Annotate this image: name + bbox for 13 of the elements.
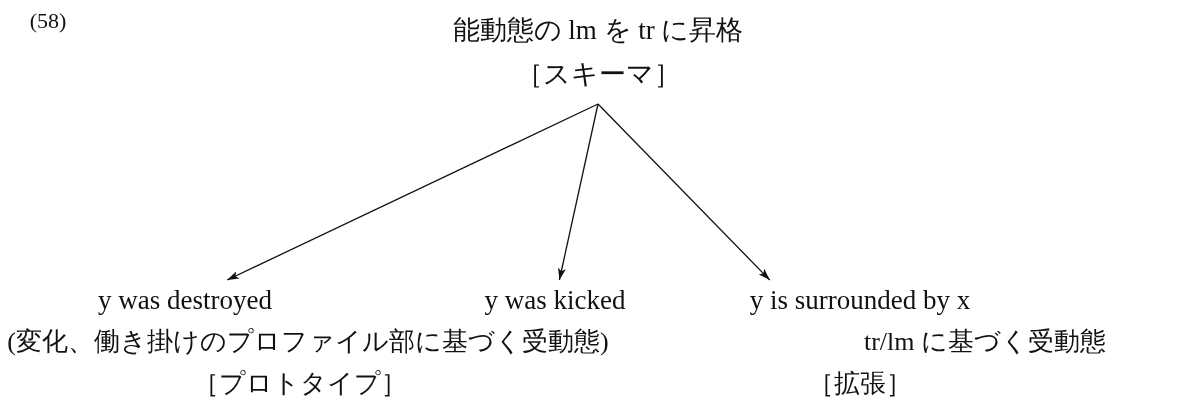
annotation-label: ［プロトタイプ］	[193, 368, 407, 400]
node-text: 能動態の lm を tr に昇格	[452, 14, 744, 47]
node-text: y was destroyed	[98, 284, 272, 317]
annotation-label: tr/lm に基づく受動態	[863, 326, 1107, 358]
annotation-label: ［拡張］	[808, 368, 912, 400]
arrow	[226, 103, 599, 281]
example-number: (58)	[29, 8, 67, 35]
arrow	[558, 103, 599, 281]
bracket-label: ［スキーマ］	[515, 58, 681, 91]
node-text: y is surrounded by x	[749, 284, 971, 317]
annotation-label: (変化、働き掛けのプロファイル部に基づく受動態)	[7, 326, 609, 358]
node-text: y was kicked	[484, 284, 626, 317]
arrow	[597, 103, 771, 281]
